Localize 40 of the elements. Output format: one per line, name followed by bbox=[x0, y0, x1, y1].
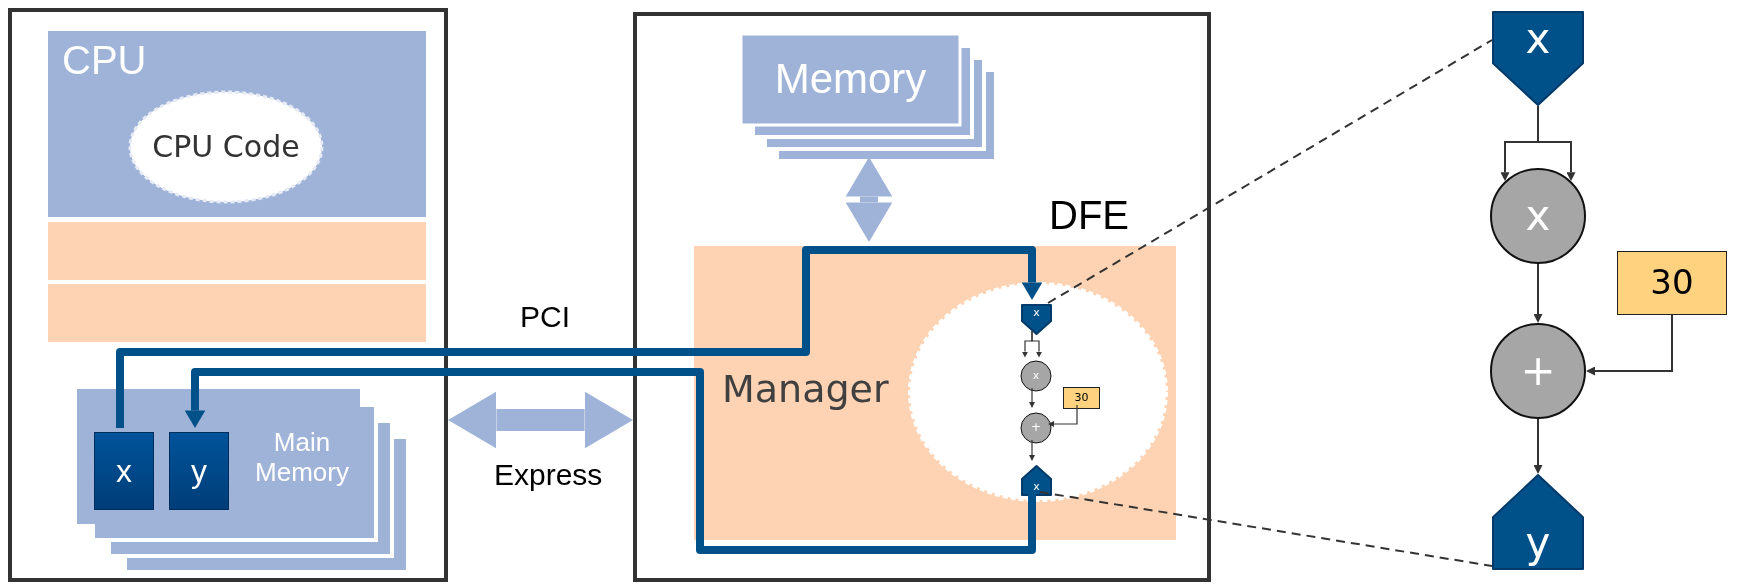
dfe-label: DFE bbox=[1049, 192, 1129, 238]
zoom-line bbox=[1039, 491, 1493, 567]
manager-band bbox=[694, 246, 1176, 540]
constant-box: 30 bbox=[1063, 387, 1100, 409]
variable-box: y bbox=[169, 432, 229, 510]
dfe-box bbox=[633, 12, 1211, 582]
arrow bbox=[1031, 330, 1042, 358]
host-box bbox=[8, 8, 448, 582]
arrow bbox=[1586, 314, 1673, 376]
cpu-label: CPU bbox=[62, 37, 147, 83]
arrow bbox=[1029, 439, 1035, 461]
multiply-node: x bbox=[1490, 168, 1586, 264]
cpu-box bbox=[48, 31, 426, 217]
software-layer-band bbox=[48, 222, 426, 280]
kernel-ellipse bbox=[908, 282, 1168, 502]
arrow bbox=[1029, 387, 1035, 408]
arrow bbox=[1533, 418, 1543, 474]
code-ellipse: CPU Code bbox=[128, 90, 324, 204]
input-pentagon: x bbox=[1492, 11, 1584, 106]
arrow bbox=[1048, 404, 1078, 427]
input-pentagon: x bbox=[1021, 304, 1052, 335]
bus-arrow bbox=[849, 157, 889, 242]
data-path-arrow bbox=[186, 368, 1036, 554]
variable-box: x bbox=[94, 432, 154, 510]
output-pentagon: x bbox=[1021, 465, 1052, 496]
add-node: + bbox=[1020, 412, 1052, 444]
software-layer-band bbox=[48, 284, 426, 342]
constant-box: 30 bbox=[1617, 251, 1727, 315]
multiply-node: x bbox=[1020, 360, 1052, 392]
bus-arrow bbox=[448, 395, 633, 445]
output-pentagon: y bbox=[1492, 474, 1584, 570]
arrow bbox=[1533, 263, 1543, 323]
memory-label: Main Memory bbox=[254, 426, 350, 489]
data-path-arrow bbox=[116, 246, 1041, 428]
arrow bbox=[1537, 105, 1576, 182]
bus-label: PCI bbox=[520, 300, 570, 335]
zoom-line bbox=[1047, 39, 1493, 304]
manager-label: Manager bbox=[722, 368, 889, 412]
add-node: + bbox=[1490, 323, 1586, 419]
bus-label: Express bbox=[494, 458, 603, 493]
